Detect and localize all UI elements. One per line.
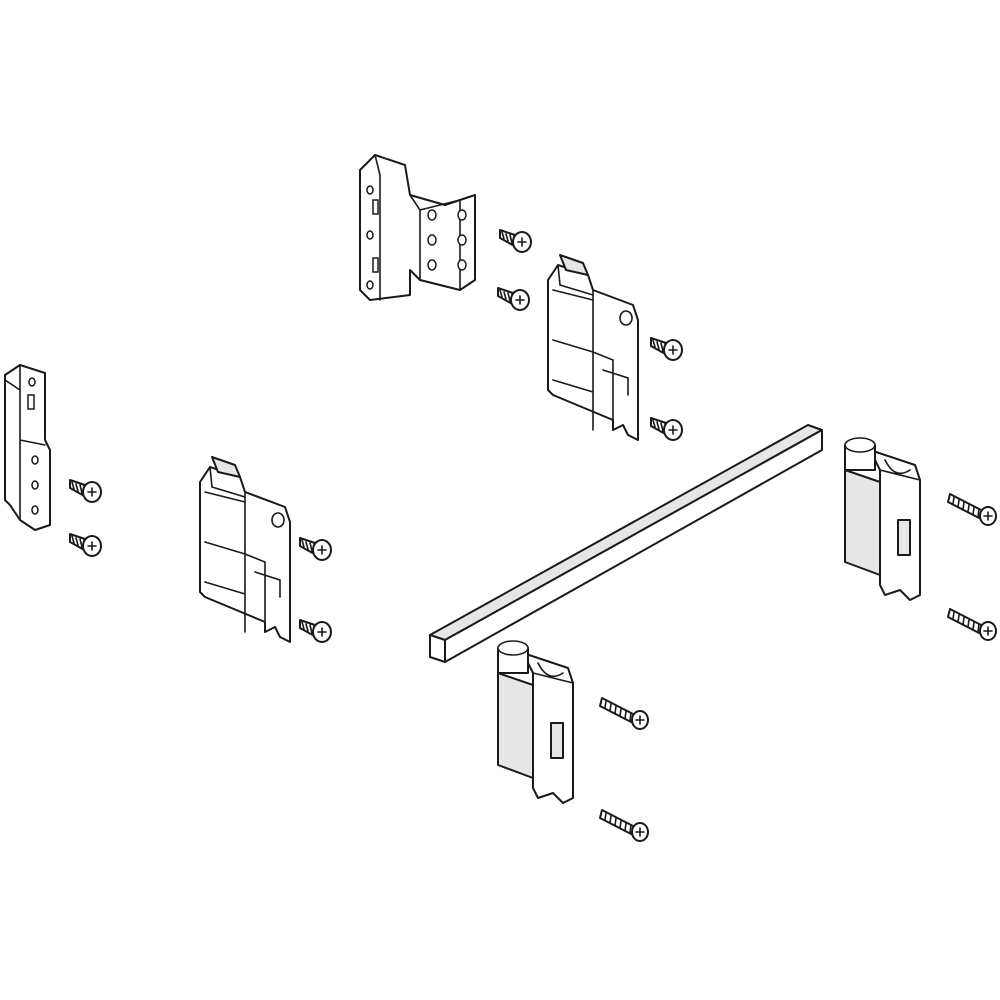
screw-icon [650,337,683,361]
screw-icon [497,287,530,311]
screw-icon [299,537,332,561]
screw-icon [299,619,332,643]
screw-icon [599,809,649,842]
hinge-bracket-left [4,364,51,531]
screw-icon [69,479,102,503]
screw-icon [499,229,532,253]
screw-icon [650,417,683,441]
support-upright-right [844,437,921,601]
screw-icon [947,493,997,526]
mounting-clip-top [547,254,639,441]
screw-icon [599,697,649,730]
screw-icon [69,533,102,557]
hinge-bracket-top [359,154,476,301]
support-upright-front [497,640,574,804]
screw-icon [947,608,997,641]
square-rail-bar [429,424,823,663]
mounting-clip-left [199,456,291,643]
